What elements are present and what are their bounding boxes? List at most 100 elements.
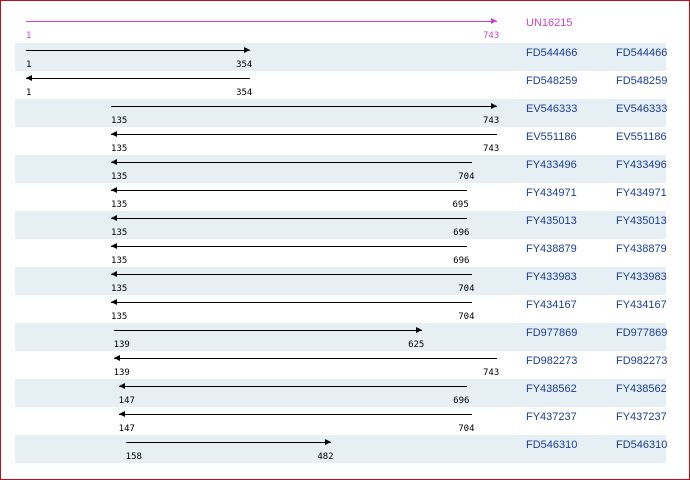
arrow-right-icon [416,327,423,333]
read-row: 147 696 FY438562 FY438562 [15,379,667,407]
arrow-right-icon [325,439,332,445]
read-id-link[interactable]: FY438879 [526,243,577,255]
arrow-left-icon [111,271,118,277]
read-row: 158 482 FD546310 FD546310 [15,435,668,463]
read-end-tick: 704 [458,312,475,322]
read-id-link[interactable]: FY435013 [526,215,577,227]
read-id-link-secondary[interactable]: FY435013 [616,215,667,227]
read-end-tick: 704 [458,424,475,434]
read-id-link[interactable]: FY434167 [526,299,577,311]
read-line [111,190,467,191]
read-line [111,218,468,219]
read-id-link-secondary[interactable]: FY438879 [616,243,667,255]
reference-label[interactable]: UN16215 [526,17,573,29]
arrow-left-icon [113,355,120,361]
read-line [113,330,423,331]
read-id-link-secondary[interactable]: FY437237 [616,411,667,423]
read-row: 135 743 EV546333 EV546333 [15,99,668,127]
read-line [111,302,473,303]
read-start-tick: 135 [111,200,128,210]
read-line [118,386,468,387]
read-line [111,162,473,163]
read-id-link-secondary[interactable]: EV546333 [616,103,668,115]
read-id-link-secondary[interactable]: FY438562 [616,383,667,395]
read-id-link[interactable]: EV551186 [526,131,577,143]
read-id-link[interactable]: FD548259 [526,75,578,87]
arrow-right-icon [491,103,497,109]
read-end-tick: 743 [483,144,500,154]
read-end-tick: 696 [453,228,470,238]
read-line [111,106,497,107]
read-end-tick: 625 [408,340,425,350]
reference-arrowhead [491,18,497,24]
read-id-link[interactable]: EV546333 [526,103,578,115]
read-id-link-secondary[interactable]: FD977869 [616,327,668,339]
read-row: 135 695 FY434971 FY434971 [15,183,667,211]
read-row: 135 704 FY434167 FY434167 [15,295,667,323]
read-end-tick: 743 [483,116,500,126]
read-line [113,358,497,359]
read-id-link[interactable]: FD982273 [526,355,578,367]
read-start-tick: 135 [111,312,128,322]
reference-start-tick: 1 [26,31,32,41]
read-id-link-secondary[interactable]: FY433496 [616,159,667,171]
read-id-link-secondary[interactable]: FY433983 [616,271,667,283]
read-start-tick: 1 [26,88,32,98]
read-id-link[interactable]: FD546310 [526,439,578,451]
read-start-tick: 135 [111,116,128,126]
read-id-link[interactable]: FY433983 [526,271,577,283]
read-start-tick: 139 [113,340,130,350]
read-line [111,134,497,135]
read-id-link-secondary[interactable]: FD546310 [616,439,668,451]
arrow-left-icon [111,215,118,221]
read-id-link[interactable]: FD544466 [526,47,578,59]
arrow-left-icon [111,159,118,165]
read-start-tick: 158 [125,452,142,462]
read-start-tick: 1 [26,60,32,70]
read-row: 139 625 FD977869 FD977869 [15,323,668,351]
read-end-tick: 696 [453,256,470,266]
read-end-tick: 482 [317,452,334,462]
read-end-tick: 704 [458,284,475,294]
read-id-link-secondary[interactable]: FD982273 [616,355,668,367]
reference-end-tick: 743 [483,31,500,41]
read-line [26,78,251,79]
read-line [118,414,473,415]
read-id-link-secondary[interactable]: FD548259 [616,75,668,87]
read-row: 135 696 FY435013 FY435013 [15,211,667,239]
read-end-tick: 695 [452,200,469,210]
read-start-tick: 135 [111,228,128,238]
arrow-left-icon [111,131,118,137]
arrow-left-icon [111,299,118,305]
read-line [111,274,473,275]
read-id-link-secondary[interactable]: FY434167 [616,299,667,311]
read-start-tick: 147 [118,424,135,434]
read-id-link-secondary[interactable]: EV551186 [616,131,667,143]
arrow-left-icon [118,383,125,389]
read-id-link[interactable]: FD977869 [526,327,578,339]
arrow-left-icon [111,187,118,193]
arrow-left-icon [118,411,125,417]
read-end-tick: 354 [236,60,253,70]
read-id-link[interactable]: FY433496 [526,159,577,171]
read-id-link[interactable]: FY434971 [526,187,577,199]
read-id-link[interactable]: FY438562 [526,383,577,395]
read-end-tick: 743 [483,368,500,378]
read-row: 1 354 FD548259 FD548259 [15,71,668,99]
read-id-link[interactable]: FY437237 [526,411,577,423]
read-line [111,246,468,247]
read-start-tick: 147 [118,396,135,406]
read-end-tick: 354 [236,88,253,98]
arrow-right-icon [244,47,251,53]
read-end-tick: 696 [453,396,470,406]
read-start-tick: 139 [113,368,130,378]
read-id-link-secondary[interactable]: FY434971 [616,187,667,199]
read-row: 139 743 FD982273 FD982273 [15,351,668,379]
read-id-link-secondary[interactable]: FD544466 [616,47,668,59]
read-line [26,50,251,51]
read-start-tick: 135 [111,144,128,154]
